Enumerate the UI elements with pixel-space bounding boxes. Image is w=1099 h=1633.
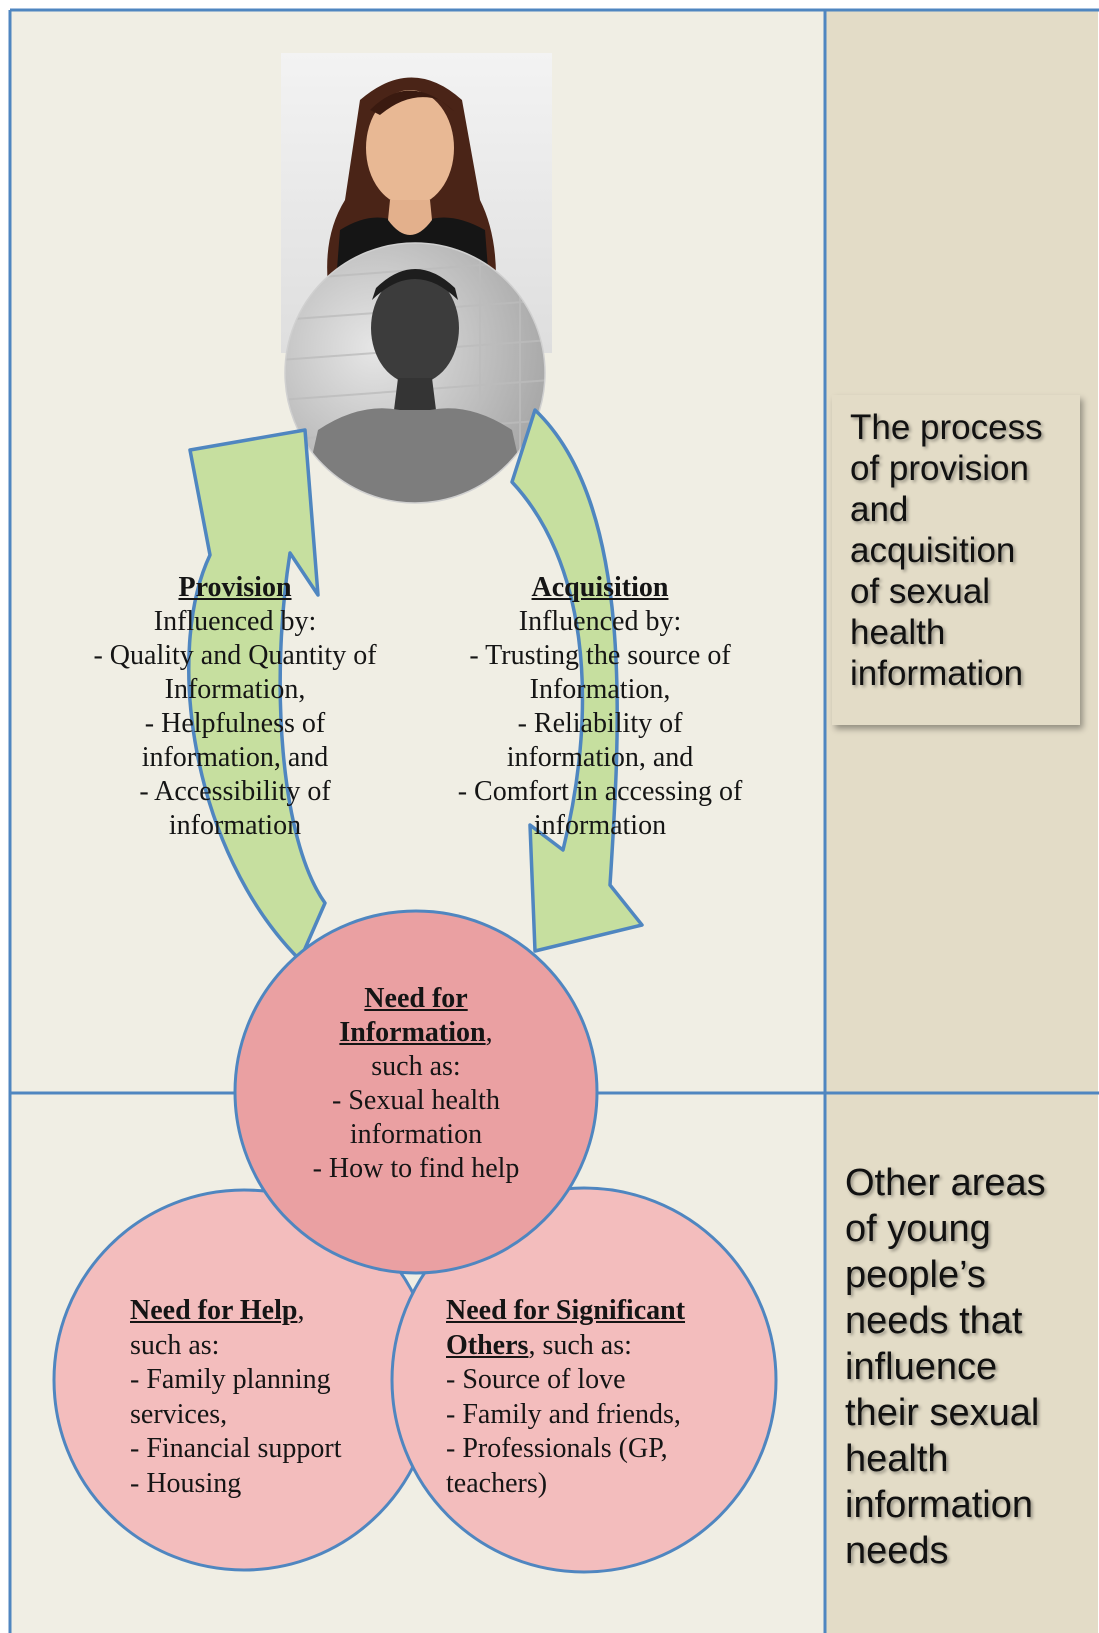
provision-arrow: [187, 428, 327, 962]
need-others-heading: Others: [446, 1329, 529, 1361]
need-help-text: Need for Help, such as: - Family plannin…: [130, 1294, 370, 1501]
bottom-title-line: needs: [845, 1530, 949, 1572]
need-others-heading-suffix: , such as:: [528, 1329, 632, 1361]
provision-text: Provision Influenced by: - Quality and Q…: [65, 571, 405, 843]
bottom-title-line: health: [845, 1438, 949, 1480]
need-others-line: - Family and friends,: [446, 1398, 681, 1430]
bottom-panel-title: Other areas of young people’s needs that…: [845, 1160, 1075, 1574]
need-others-line: - Source of love: [446, 1364, 626, 1395]
acquisition-line: - Comfort in accessing of: [457, 776, 743, 807]
need-information-line: - How to find help: [312, 1153, 520, 1184]
need-information-heading: Information: [339, 1017, 486, 1048]
need-information-circle: [233, 909, 599, 1275]
provision-heading: Provision: [178, 572, 292, 603]
need-information-line: such as:: [371, 1051, 461, 1082]
acquisition-line: Information,: [529, 674, 671, 705]
need-help-line: - Housing: [130, 1467, 242, 1499]
need-help-line: such as:: [130, 1329, 220, 1361]
need-help-line: - Financial support: [130, 1433, 342, 1464]
bottom-title-line: Other areas: [845, 1162, 1046, 1204]
need-information-heading: Need for: [364, 983, 468, 1014]
acquisition-line: information: [533, 810, 667, 841]
panel-bottom-right: [825, 1093, 1098, 1633]
acquisition-arrow: [510, 408, 644, 953]
top-title-line: information: [850, 653, 1024, 693]
need-help-line: - Family planning: [130, 1364, 331, 1395]
provision-line: Information,: [164, 674, 306, 705]
man-photo: [285, 243, 545, 503]
need-information-heading-suffix: ,: [485, 1017, 493, 1048]
bottom-title-line: influence: [845, 1346, 998, 1388]
acquisition-line: information, and: [506, 742, 694, 773]
provision-line: information: [168, 810, 302, 841]
provision-line: - Accessibility of: [139, 776, 331, 807]
bottom-title-line: information: [845, 1484, 1033, 1526]
need-information-text: Need for Information, such as: - Sexual …: [266, 982, 566, 1186]
top-title-line: acquisition: [850, 530, 1016, 570]
provision-line: information, and: [141, 742, 329, 773]
need-others-line: - Professionals (GP,: [446, 1433, 668, 1464]
provision-line: - Quality and Quantity of: [93, 640, 377, 671]
top-panel-title: The process of provision and acquisition…: [850, 408, 1080, 695]
bottom-title-line: people’s: [845, 1254, 986, 1296]
top-title-line: of provision: [850, 448, 1029, 488]
acquisition-text: Acquisition Influenced by: - Trusting th…: [430, 571, 770, 843]
need-information-line: - Sexual health: [332, 1085, 500, 1116]
bottom-title-line: needs that: [845, 1300, 1023, 1342]
top-title-line: and: [850, 489, 909, 529]
top-title-line: The process: [850, 408, 1043, 447]
bottom-title-line: their sexual: [845, 1392, 1040, 1434]
need-help-heading: Need for Help: [130, 1295, 298, 1326]
need-others-text: Need for Significant Others, such as: - …: [446, 1294, 746, 1501]
man-photo-frame: [284, 242, 546, 504]
need-others-line: teachers): [446, 1467, 548, 1499]
acquisition-line: - Trusting the source of: [469, 640, 731, 671]
bottom-title-line: of young: [845, 1208, 991, 1250]
acquisition-line: Influenced by:: [518, 606, 682, 637]
provision-line: Influenced by:: [153, 606, 317, 637]
acquisition-heading: Acquisition: [531, 572, 669, 603]
need-help-line: services,: [130, 1398, 228, 1430]
acquisition-line: - Reliability of: [517, 708, 683, 739]
need-others-heading: Need for Significant: [446, 1295, 686, 1326]
provision-line: - Helpfulness of: [144, 708, 326, 739]
need-information-line: information: [349, 1119, 483, 1150]
top-title-line: health: [850, 612, 946, 652]
top-title-box: [832, 395, 1080, 725]
need-help-heading-suffix: ,: [297, 1295, 305, 1326]
top-title-line: of sexual: [850, 571, 991, 611]
need-others-circle: [390, 1186, 778, 1574]
